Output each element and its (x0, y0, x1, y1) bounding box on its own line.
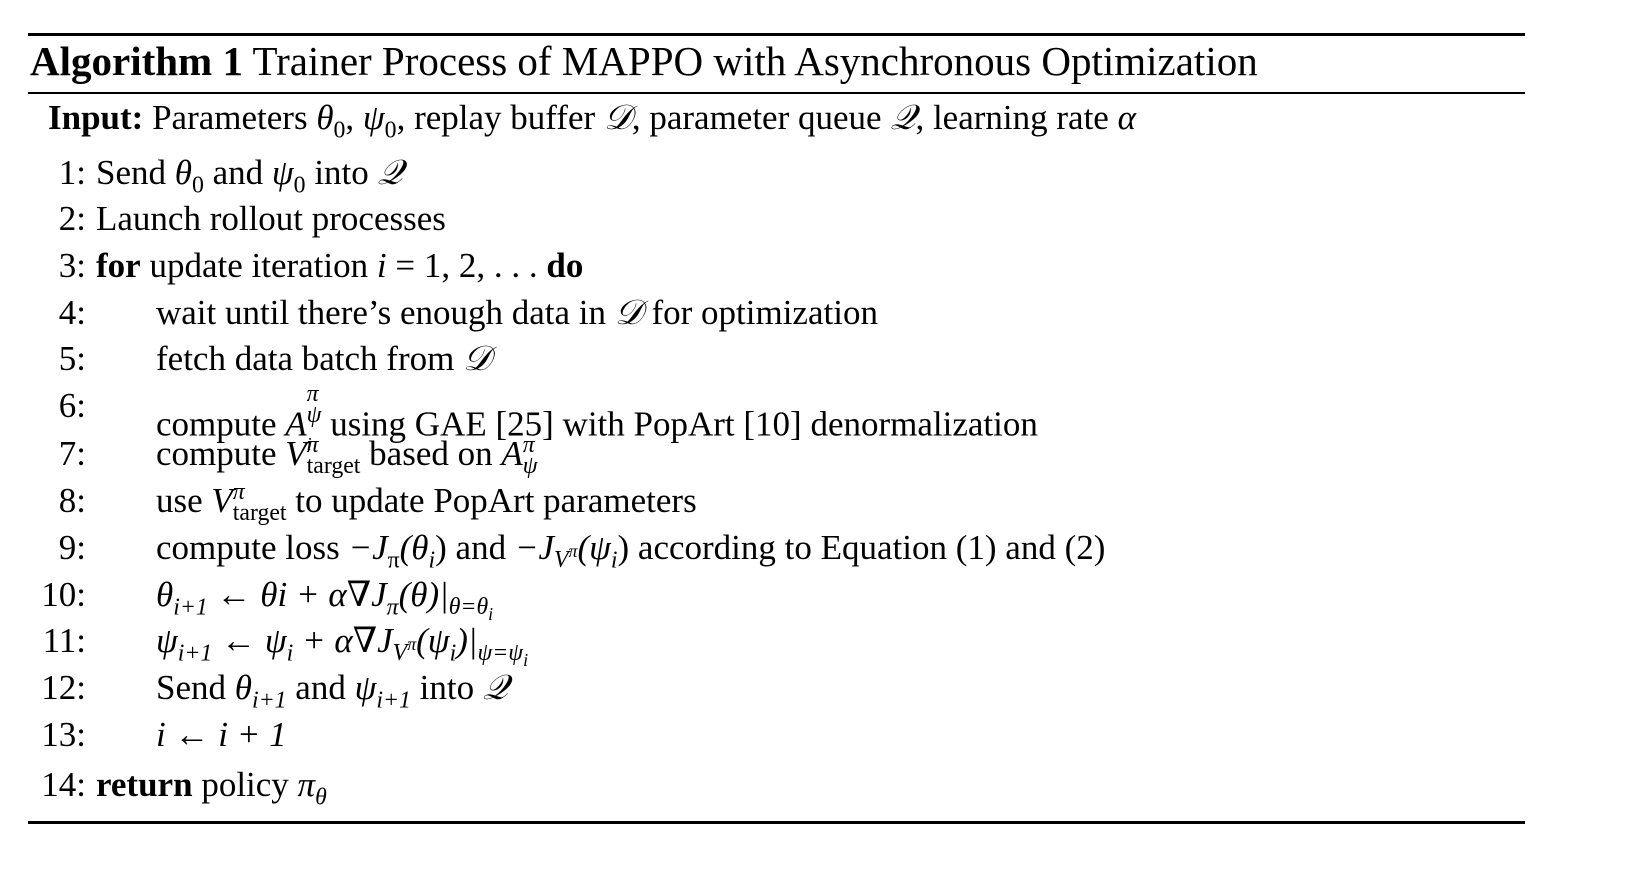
algorithm-caption: Algorithm 1 Trainer Process of MAPPO wit… (30, 38, 1258, 84)
do-keyword: do (546, 246, 584, 285)
algorithm-step: 10: θi+1 ← θi + α∇Jπ(θ)|θ=θi (41, 575, 494, 625)
algorithm-title: Trainer Process of MAPPO with Asynchrono… (252, 38, 1258, 84)
input-line: Input: Parameters θ0, ψ0, replay buffer … (48, 98, 1136, 144)
for-keyword: for (96, 246, 141, 285)
top-rule (28, 33, 1525, 36)
algorithm-step: 11: ψi+1 ← ψi + α∇JVπ(ψi)|ψ=ψi (42, 621, 529, 671)
replay-buffer-symbol: 𝒟 (603, 98, 632, 138)
algorithm-step: 1: Send θ0 and ψ0 into 𝒬 (58, 153, 403, 199)
bottom-rule (28, 821, 1525, 824)
header-rule (28, 92, 1525, 94)
algorithm-tag: Algorithm 1 (30, 38, 243, 84)
algorithm-step: 9: compute loss −Jπ(θi) and −JVπ(ψi) acc… (58, 528, 1106, 574)
algorithm-step: 2: Launch rollout processes (58, 199, 446, 238)
algorithm-step: 13: i ← i + 1 (41, 715, 287, 754)
algorithm-step: 12: Send θi+1 and ψi+1 into 𝒬 (41, 668, 508, 714)
algorithm-step: 14: return policy πθ (41, 765, 327, 811)
algorithm-step: 4: wait until there’s enough data in 𝒟 f… (58, 293, 878, 333)
input-label: Input: (48, 98, 144, 137)
return-keyword: return (96, 765, 193, 804)
algorithm-step: 5: fetch data batch from 𝒟 (58, 339, 492, 379)
parameter-queue-symbol: 𝒬 (890, 98, 916, 138)
learning-rate-symbol: α (1117, 98, 1136, 137)
algorithm-step: 3: for update iteration i = 1, 2, . . . … (58, 246, 584, 285)
